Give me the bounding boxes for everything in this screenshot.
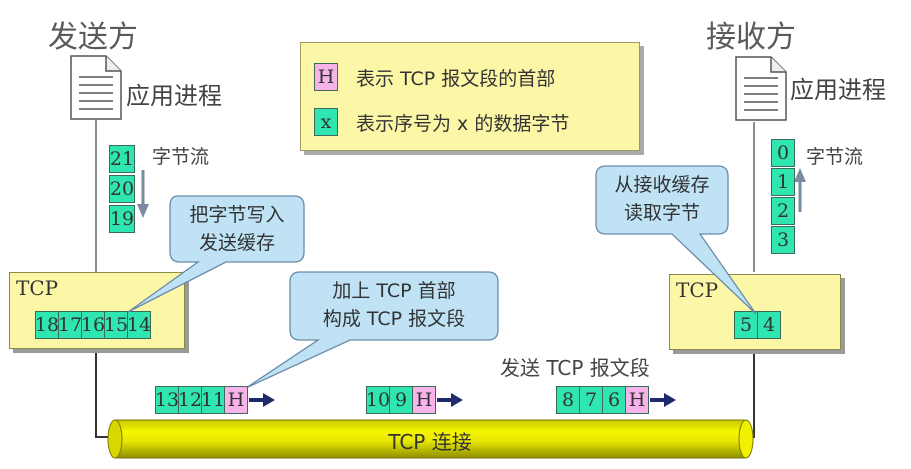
segment-byte: 13 xyxy=(155,386,179,414)
right-arrow-icon xyxy=(249,393,275,407)
receiver-stream-label: 字节流 xyxy=(806,146,864,168)
pipe-left-end xyxy=(107,419,123,459)
sender-stream-byte: 20 xyxy=(109,175,135,203)
sender-stream-byte: 21 xyxy=(109,145,135,173)
receiver-tcp-label: TCP xyxy=(676,278,719,302)
receiver-stream-byte: 3 xyxy=(771,226,795,254)
tcp-connection-label: TCP 连接 xyxy=(388,430,472,454)
receiver-document-icon xyxy=(735,56,787,121)
receiver-stream-byte: 2 xyxy=(771,197,795,225)
legend-box xyxy=(300,42,640,151)
right-arrow-icon xyxy=(650,393,676,407)
callout-read-buffer-shape xyxy=(595,165,757,315)
right-arrow-icon xyxy=(437,393,463,407)
callout-read-buffer-line: 读取字节 xyxy=(623,202,700,224)
segment-byte: 8 xyxy=(556,386,580,414)
segment-header: H xyxy=(224,386,248,414)
sender-buffer-byte: 14 xyxy=(127,311,151,339)
receiver-stream-byte: 0 xyxy=(771,139,795,167)
callout-read-buffer: 从接收缓存 读取字节 xyxy=(596,171,728,227)
segment-byte: 12 xyxy=(178,386,202,414)
segment-byte: 11 xyxy=(201,386,225,414)
callout-add-header-line: 加上 TCP 首部 xyxy=(332,280,456,302)
sender-stream-byte: 19 xyxy=(109,205,135,233)
receiver-title: 接收方 xyxy=(706,20,796,55)
sender-title: 发送方 xyxy=(48,20,138,55)
sender-buffer-byte: 17 xyxy=(58,311,82,339)
legend-data-swatch: x xyxy=(314,108,338,136)
segment-byte: 9 xyxy=(389,386,413,414)
legend-header-swatch: H xyxy=(314,63,338,91)
sender-tcp-label: TCP xyxy=(16,276,59,300)
legend-data-text: 表示序号为 x 的数据字节 xyxy=(356,113,570,135)
legend-header-text: 表示 TCP 报文段的首部 xyxy=(356,68,556,90)
sender-buffer-byte: 16 xyxy=(81,311,105,339)
sender-stream-label: 字节流 xyxy=(152,146,210,168)
segment-byte: 6 xyxy=(602,386,626,414)
callout-add-header-line: 构成 TCP 报文段 xyxy=(322,308,466,330)
pipe-right-end xyxy=(738,419,754,459)
callout-add-header: 加上 TCP 首部 构成 TCP 报文段 xyxy=(290,277,498,333)
segment-byte: 10 xyxy=(366,386,390,414)
send-segment-label: 发送 TCP 报文段 xyxy=(500,356,650,380)
sender-buffer-byte: 15 xyxy=(104,311,128,339)
segment-header: H xyxy=(412,386,436,414)
receiver-app-label: 应用进程 xyxy=(790,76,886,104)
callout-write-buffer: 把字节写入 发送缓存 xyxy=(170,201,304,257)
callout-write-buffer-shape xyxy=(127,195,305,313)
segment-header: H xyxy=(625,386,649,414)
receiver-stream-byte: 1 xyxy=(771,168,795,196)
callout-write-buffer-line: 发送缓存 xyxy=(198,232,275,254)
sender-app-label: 应用进程 xyxy=(126,82,222,110)
callout-add-header-shape xyxy=(245,271,499,389)
sender-document-icon xyxy=(70,55,122,120)
callout-read-buffer-line: 从接收缓存 xyxy=(614,174,710,196)
segment-byte: 7 xyxy=(579,386,603,414)
receiver-buffer-byte: 4 xyxy=(757,311,781,339)
callout-write-buffer-line: 把字节写入 xyxy=(189,204,285,226)
